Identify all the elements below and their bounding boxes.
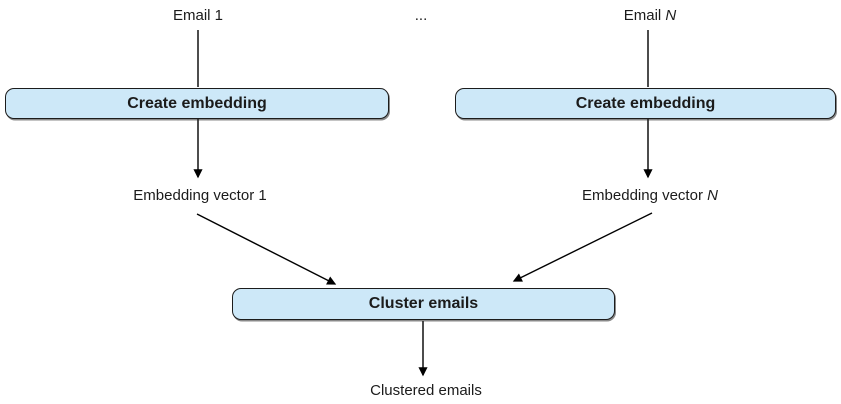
label-embedding-vector-n-prefix: Embedding vector — [582, 187, 708, 204]
label-clustered-emails: Clustered emails — [370, 382, 482, 399]
label-embedding-vector-n-variable: N — [707, 187, 718, 204]
edge-vector-1-to-cluster-emails — [196, 213, 337, 285]
label-email-n-prefix: Email — [623, 7, 666, 24]
label-embedding-vector-1: Embedding vector 1 — [133, 187, 267, 204]
node-create-embedding-2: Create embedding — [455, 88, 836, 119]
label-ellipsis: ... — [414, 7, 428, 24]
label-email-n: Email N — [624, 7, 677, 24]
label-email-1: Email 1 — [172, 7, 224, 24]
edge-vector-N-to-cluster-emails — [512, 212, 653, 282]
node-cluster-emails: Cluster emails — [232, 288, 615, 320]
label-email-n-variable: N — [665, 7, 677, 24]
node-create-embedding-1: Create embedding — [5, 88, 389, 119]
label-embedding-vector-n: Embedding vector N — [582, 187, 718, 204]
